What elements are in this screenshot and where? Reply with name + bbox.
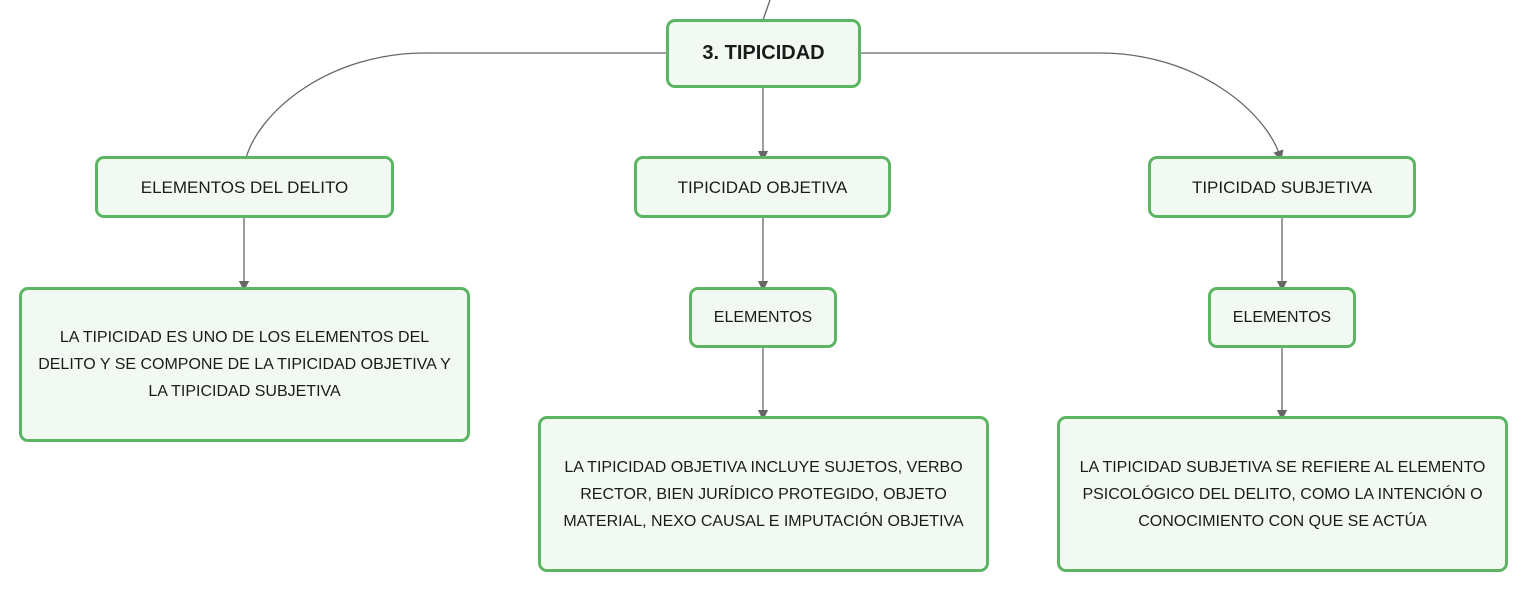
- branch-label: TIPICIDAD OBJETIVA: [677, 177, 848, 197]
- description-text: LA TIPICIDAD ES UNO DE LOS ELEMENTOS DEL…: [38, 329, 451, 400]
- description-text: LA TIPICIDAD SUBJETIVA SE REFIERE AL ELE…: [1079, 458, 1486, 530]
- connector-root-to-tipicidad-subjetiva: [860, 52, 1284, 161]
- sub-node-objetiva-elementos[interactable]: ELEMENTOS: [689, 287, 837, 348]
- description-node-tipicidad-subjetiva[interactable]: LA TIPICIDAD SUBJETIVA SE REFIERE AL ELE…: [1057, 416, 1508, 572]
- branch-node-elementos-del-delito[interactable]: ELEMENTOS DEL DELITO: [95, 156, 394, 218]
- branch-node-tipicidad-subjetiva[interactable]: TIPICIDAD SUBJETIVA: [1148, 156, 1416, 218]
- connector-root-to-elementos-del-delito: [245, 52, 666, 159]
- description-text: LA TIPICIDAD OBJETIVA INCLUYE SUJETOS, V…: [563, 458, 964, 530]
- sub-label: ELEMENTOS: [713, 309, 813, 326]
- root-node[interactable]: 3. TIPICIDAD: [666, 19, 861, 88]
- branch-node-tipicidad-objetiva[interactable]: TIPICIDAD OBJETIVA: [634, 156, 891, 218]
- sub-label: ELEMENTOS: [1232, 309, 1332, 326]
- description-node-elementos-del-delito[interactable]: LA TIPICIDAD ES UNO DE LOS ELEMENTOS DEL…: [19, 287, 470, 442]
- incoming-connector: [762, 0, 771, 21]
- branch-label: ELEMENTOS DEL DELITO: [140, 177, 349, 197]
- description-node-tipicidad-objetiva[interactable]: LA TIPICIDAD OBJETIVA INCLUYE SUJETOS, V…: [538, 416, 989, 572]
- sub-node-subjetiva-elementos[interactable]: ELEMENTOS: [1208, 287, 1356, 348]
- branch-label: TIPICIDAD SUBJETIVA: [1191, 177, 1373, 197]
- root-label: 3. TIPICIDAD: [702, 42, 825, 64]
